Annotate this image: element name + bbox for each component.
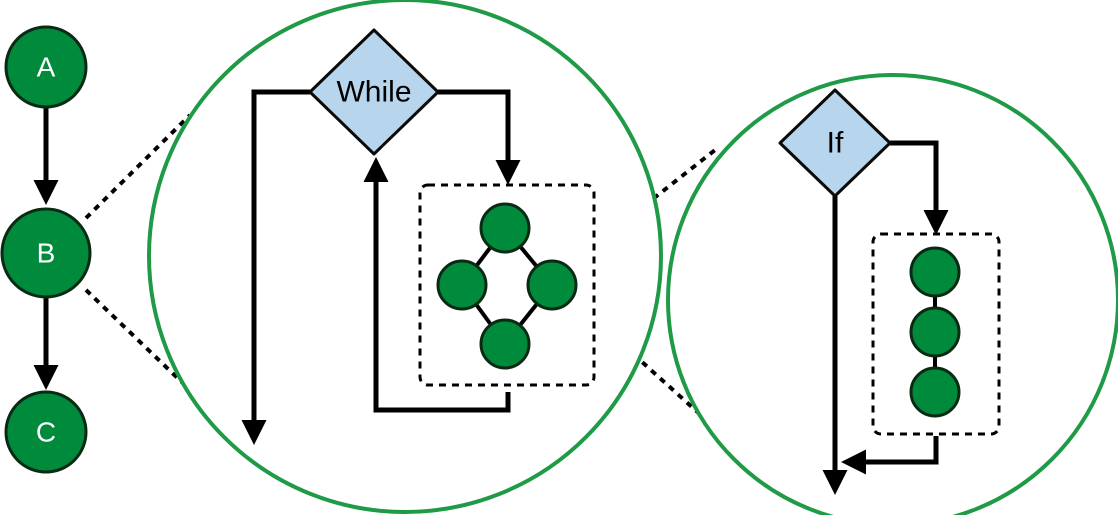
while-label: While	[336, 76, 411, 109]
if-body-node-3	[909, 366, 961, 418]
if-body-merge-path	[841, 436, 939, 475]
if-body-subgraph	[909, 246, 961, 418]
if-body-entry-path	[890, 140, 949, 235]
if-body-node-2	[909, 306, 961, 358]
while-body-entry-path	[438, 89, 521, 185]
if-zoom-circle	[666, 73, 1118, 515]
node-a-label: A	[37, 52, 56, 83]
while-body-node-bottom	[479, 318, 531, 370]
while-exit-path	[241, 89, 310, 445]
while-body-box	[418, 183, 596, 387]
if-label: If	[827, 127, 844, 160]
node-b: B	[0, 207, 92, 299]
zoom-connector-lower	[84, 288, 192, 392]
while-body-node-top	[479, 202, 531, 254]
while-body-subgraph	[436, 202, 578, 370]
while-body-node-left	[436, 259, 488, 311]
node-b-label: B	[37, 238, 56, 269]
while-body-node-right	[526, 259, 578, 311]
while-loop-back-path	[363, 157, 511, 413]
if-body-box	[871, 232, 1001, 436]
node-c-label: C	[36, 417, 56, 448]
zoom-connector-upper	[84, 113, 192, 220]
if-body-node-1	[909, 246, 961, 298]
while-decision: While	[308, 28, 440, 156]
node-a: A	[4, 25, 88, 109]
if-decision: If	[778, 88, 892, 198]
node-c: C	[4, 390, 88, 474]
